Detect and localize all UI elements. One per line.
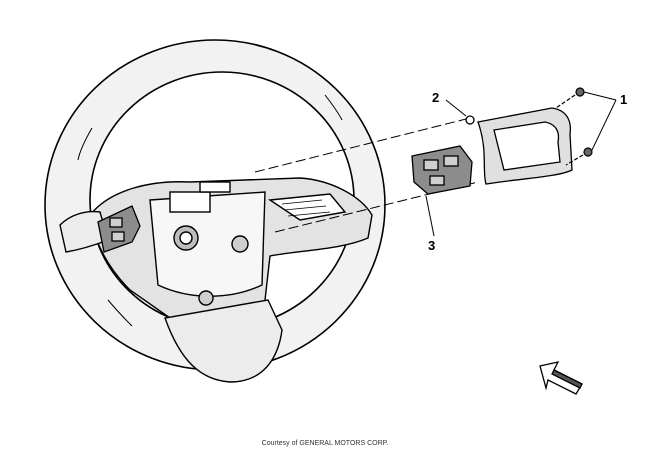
image-credit: Courtesy of GENERAL MOTORS CORP. — [261, 440, 389, 447]
callout-1: 1 — [620, 92, 627, 107]
callout-leaders — [425, 91, 617, 237]
view-direction-arrow-icon — [539, 361, 583, 395]
switch-bezel-trim — [465, 107, 573, 185]
steering-wheel-hub — [59, 177, 373, 383]
left-switch-bezel — [97, 205, 141, 253]
callout-2: 2 — [432, 90, 439, 105]
steering-wheel-control-switch — [411, 145, 473, 195]
screws — [555, 87, 593, 166]
callout-3: 3 — [428, 238, 435, 253]
